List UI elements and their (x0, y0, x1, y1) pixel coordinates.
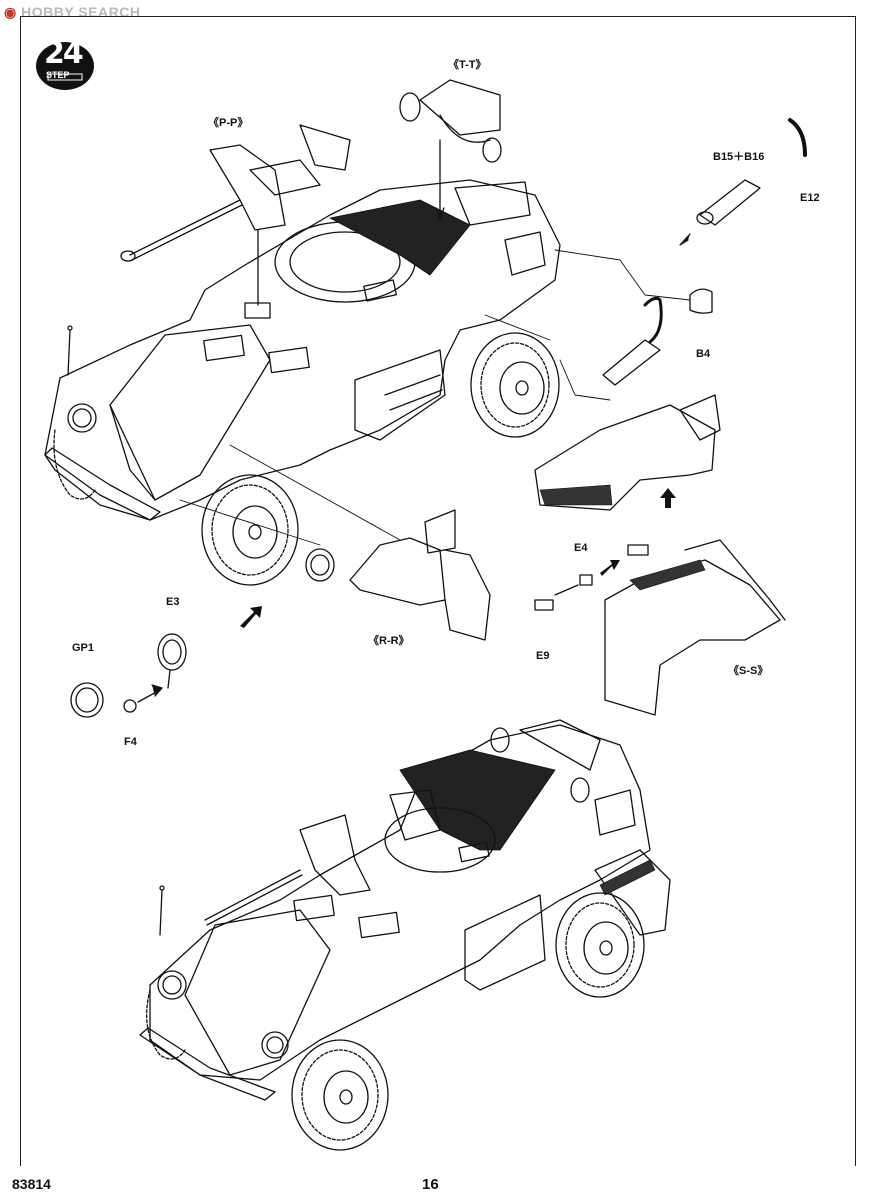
spare-wheel-frame-tt (399, 79, 502, 219)
label-tt: 《T-T》 (448, 59, 487, 71)
page-border-right (855, 16, 856, 1166)
lower-vehicle-hull (139, 719, 671, 1101)
label-e3: E3 (166, 596, 180, 608)
label-b15-b16: B15＋B16 (713, 151, 765, 163)
leader-lines (179, 249, 691, 546)
rear-fender-upper (534, 394, 721, 511)
step-word: STEP (46, 70, 70, 80)
watermark-logo-icon: ◉ (4, 4, 17, 20)
label-pp: 《P-P》 (208, 117, 249, 129)
right-fender-ss (604, 539, 786, 716)
exhaust-parts (602, 118, 807, 386)
lower-vehicle-wheels (146, 892, 645, 1151)
small-parts (70, 544, 649, 718)
page-border-left (20, 16, 21, 1166)
label-e4: E4 (574, 542, 588, 554)
gun-assembly-pp (120, 124, 351, 319)
page-number: 16 (422, 1176, 439, 1193)
step-badge-icon (36, 42, 94, 90)
left-fender-rr (305, 509, 491, 641)
label-f4: F4 (124, 736, 137, 748)
label-ss: 《S-S》 (728, 665, 769, 677)
upper-vehicle-hull (44, 179, 561, 521)
upper-vehicle-wheels (53, 332, 560, 586)
label-e12: E12 (800, 192, 820, 204)
kit-code: 83814 (12, 1176, 51, 1192)
direction-arrows (240, 488, 676, 628)
label-gp1: GP1 (72, 642, 95, 654)
label-b4: B4 (696, 348, 711, 360)
label-rr: 《R-R》 (368, 635, 410, 647)
step-number: 24 (44, 36, 84, 71)
label-e9: E9 (536, 650, 550, 662)
page-border-top (20, 16, 856, 17)
